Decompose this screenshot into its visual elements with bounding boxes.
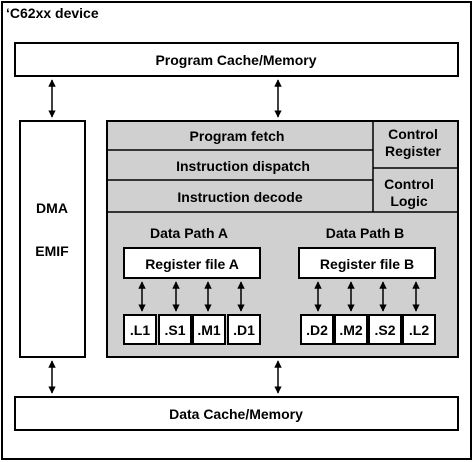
unit-m2-label: .M2 xyxy=(339,322,363,338)
data-path-a-title: Data Path A xyxy=(150,225,228,241)
functional-units-a: .L1 .S1 .M1 .D1 xyxy=(123,314,261,345)
device-title: ‘C62xx device xyxy=(6,5,99,21)
unit-s1-box xyxy=(158,314,192,345)
unit-d1-box xyxy=(227,314,261,345)
data-memory-label: Data Cache/Memory xyxy=(169,406,303,422)
functional-units-b: .D2 .M2 .S2 .L2 xyxy=(300,314,436,345)
data-memory-box xyxy=(14,396,459,431)
program-fetch-label: Program fetch xyxy=(190,128,285,144)
unit-l2-box xyxy=(402,314,436,345)
data-path-b-title: Data Path B xyxy=(326,225,405,241)
instruction-dispatch-label: Instruction dispatch xyxy=(176,158,310,174)
control-logic-label-2: Logic xyxy=(390,193,428,209)
control-register-label-2: Register xyxy=(385,143,442,159)
program-memory-label: Program Cache/Memory xyxy=(155,52,316,68)
instruction-decode-label: Instruction decode xyxy=(177,189,302,205)
unit-s2-box xyxy=(368,314,402,345)
unit-s1-label: .S1 xyxy=(164,322,185,338)
register-file-b xyxy=(298,247,436,279)
register-unit-arrows xyxy=(138,281,420,312)
emif-label: EMIF xyxy=(35,243,69,259)
register-file-b-label: Register file B xyxy=(320,256,414,272)
unit-d2-label: .D2 xyxy=(306,322,328,338)
register-file-a xyxy=(123,247,261,279)
control-register-label-1: Control xyxy=(388,126,438,142)
control-logic-label-1: Control xyxy=(384,176,434,192)
unit-d2-box xyxy=(300,314,334,345)
register-file-a-label: Register file A xyxy=(145,256,239,272)
unit-m1-box xyxy=(192,314,226,345)
unit-l2-label: .L2 xyxy=(409,322,429,338)
dma-emif-box xyxy=(19,120,86,358)
unit-d1-label: .D1 xyxy=(233,322,255,338)
unit-l1-label: .L1 xyxy=(130,322,150,338)
unit-m1-label: .M1 xyxy=(197,322,221,338)
dma-label: DMA xyxy=(36,200,68,216)
unit-m2-box xyxy=(334,314,368,345)
unit-s2-label: .S2 xyxy=(374,322,395,338)
program-memory-box xyxy=(14,42,459,77)
unit-l1-box xyxy=(123,314,157,345)
memory-bus-arrows xyxy=(48,79,282,394)
